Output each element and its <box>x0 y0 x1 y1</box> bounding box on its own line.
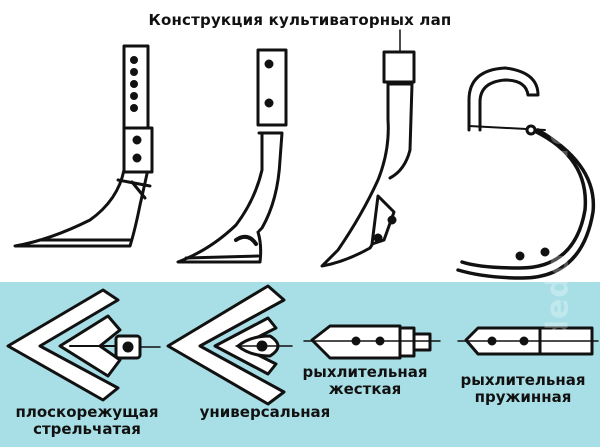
tine-universal-top <box>166 284 293 406</box>
label-universal-text: универсальная <box>199 403 331 421</box>
label-spring-line2: пружинная <box>474 388 572 406</box>
label-spring-line1: рыхлительная <box>460 371 586 389</box>
tine-spring-side <box>456 66 596 280</box>
tine-flat-cut-top <box>6 288 161 402</box>
label-spring: рыхлительная пружинная <box>448 372 598 406</box>
label-flat-cut-line1: плоскорежущая <box>15 403 159 421</box>
label-universal: универсальная <box>190 404 340 421</box>
label-rigid: рыхлительная жесткая <box>290 364 440 398</box>
tine-spring-top <box>457 326 599 356</box>
diagram-title: Конструкция культиваторных лап <box>148 11 452 29</box>
watermark: dedovasinfo <box>540 123 576 342</box>
tine-flat-cut-side <box>13 44 154 248</box>
label-flat-cut: плоскорежущая стрельчатая <box>2 404 172 438</box>
tine-rigid-top <box>303 324 441 360</box>
label-flat-cut-line2: стрельчатая <box>33 420 141 438</box>
tine-universal-side <box>176 48 288 264</box>
label-rigid-line1: рыхлительная <box>302 363 428 381</box>
tine-rigid-side <box>320 29 416 268</box>
label-rigid-line2: жесткая <box>328 380 402 398</box>
